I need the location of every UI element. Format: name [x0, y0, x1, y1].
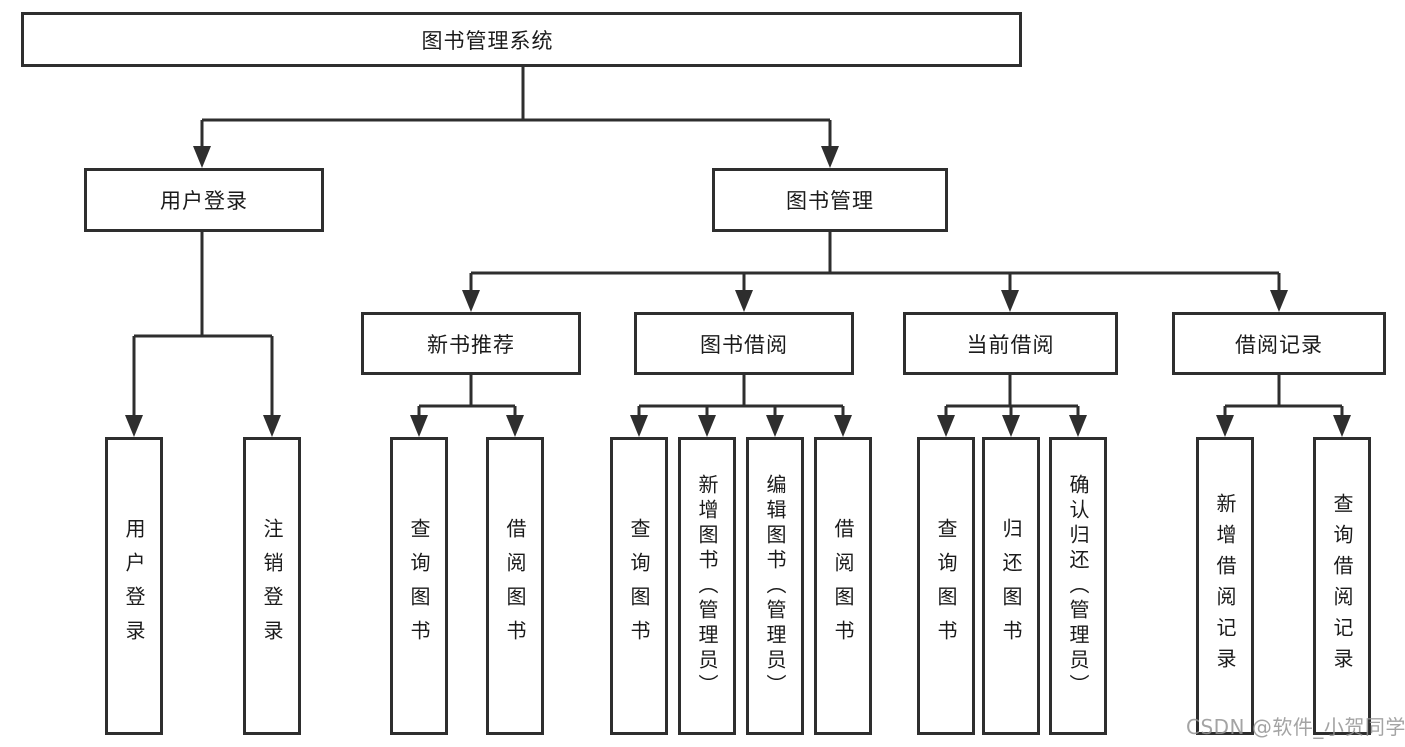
leaf-label: 归还图书 [999, 518, 1023, 654]
leaf-label: 用户登录 [122, 518, 146, 654]
leaf-borrow-books-recommend: 借阅图书 [486, 437, 544, 735]
leaf-borrow-books: 借阅图书 [814, 437, 872, 735]
node-label: 新书推荐 [427, 332, 515, 357]
node-book-management: 图书管理 [712, 168, 948, 232]
node-library-management-system: 图书管理系统 [21, 12, 1022, 67]
leaf-search-books-borrowing: 查询图书 [610, 437, 668, 735]
node-label: 图书借阅 [700, 332, 788, 357]
leaf-label: 查询图书 [627, 518, 651, 654]
leaf-add-book-admin: 新增图书（管理员） [678, 437, 736, 735]
leaf-label: 查询借阅记录 [1330, 493, 1354, 679]
node-label: 图书管理 [786, 189, 874, 213]
leaf-add-borrow-record: 新增借阅记录 [1196, 437, 1254, 735]
leaf-label: 借阅图书 [503, 518, 527, 654]
leaf-edit-book-admin: 编辑图书（管理员） [746, 437, 804, 735]
leaf-confirm-return-admin: 确认归还（管理员） [1049, 437, 1107, 735]
leaf-label: 确认归还（管理员） [1066, 473, 1090, 699]
leaf-search-books-current: 查询图书 [917, 437, 975, 735]
node-borrowing-records: 借阅记录 [1172, 312, 1386, 375]
node-label: 用户登录 [160, 189, 248, 213]
csdn-watermark: CSDN @软件_小贺同学 [1186, 715, 1405, 739]
leaf-logout: 注销登录 [243, 437, 301, 735]
leaf-return-books: 归还图书 [982, 437, 1040, 735]
leaf-search-borrow-record: 查询借阅记录 [1313, 437, 1371, 735]
leaf-label: 新增借阅记录 [1213, 493, 1237, 679]
leaf-label: 借阅图书 [831, 518, 855, 654]
arrowheads [125, 146, 1351, 437]
leaf-label: 编辑图书（管理员） [763, 473, 787, 699]
node-current-borrowing: 当前借阅 [903, 312, 1118, 375]
leaf-label: 查询图书 [407, 518, 431, 654]
node-label: 借阅记录 [1235, 332, 1323, 357]
leaf-label: 新增图书（管理员） [695, 473, 719, 699]
node-book-borrowing: 图书借阅 [634, 312, 854, 375]
node-label: 图书管理系统 [421, 28, 554, 53]
leaf-label: 注销登录 [260, 518, 284, 654]
leaf-search-books-recommend: 查询图书 [390, 437, 448, 735]
leaf-label: 查询图书 [934, 518, 958, 654]
leaf-user-login: 用户登录 [105, 437, 163, 735]
node-label: 当前借阅 [966, 332, 1055, 357]
node-new-book-recommendation: 新书推荐 [361, 312, 581, 375]
node-user-login: 用户登录 [84, 168, 324, 232]
